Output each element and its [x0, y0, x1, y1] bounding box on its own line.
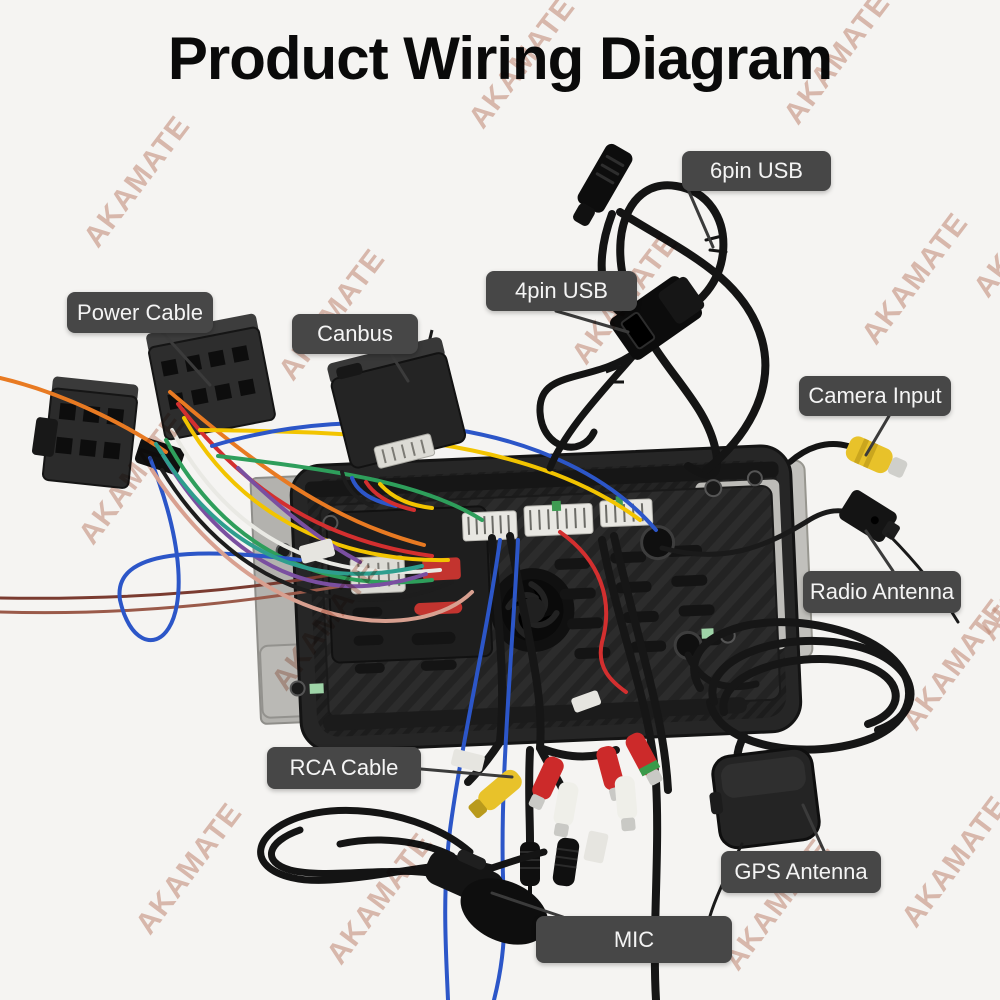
pointer-rca-cable: [419, 767, 514, 779]
canbus-box: [327, 329, 467, 512]
pointer-gps-antenna: [801, 803, 826, 853]
pointer-camera-input: [864, 414, 891, 457]
label-mic: MIC: [536, 916, 732, 963]
label-gps-antenna: GPS Antenna: [721, 851, 881, 893]
pointer-mic: [490, 891, 565, 919]
label-canbus: Canbus: [292, 314, 418, 354]
label-camera-input: Camera Input: [799, 376, 951, 416]
page-title: Product Wiring Diagram: [167, 25, 833, 92]
mic: [257, 806, 609, 945]
pointer-radio-antenna: [864, 529, 895, 573]
head-unit: [249, 444, 814, 753]
pointer-usb-6pin: [685, 185, 715, 249]
pointer-usb-4pin: [554, 309, 630, 334]
power-cable-connector: [31, 313, 276, 489]
usb-4pin-connector: [536, 276, 705, 472]
label-usb-4pin: 4pin USB: [486, 271, 637, 311]
usb-6pin-cable: [573, 143, 770, 479]
camera-input-plug: [787, 436, 908, 478]
label-usb-6pin: 6pin USB: [682, 151, 831, 191]
label-rca-cable: RCA Cable: [267, 747, 421, 789]
rear-pin-connectors: [461, 496, 654, 542]
pointer-lines: [161, 185, 895, 919]
gps-antenna: [684, 618, 915, 918]
label-radio-antenna: Radio Antenna: [803, 571, 961, 613]
label-power-cable: Power Cable: [67, 292, 213, 333]
pointer-power-cable: [161, 331, 212, 387]
rca-cables: [443, 530, 672, 1000]
pointer-canbus: [389, 352, 410, 383]
